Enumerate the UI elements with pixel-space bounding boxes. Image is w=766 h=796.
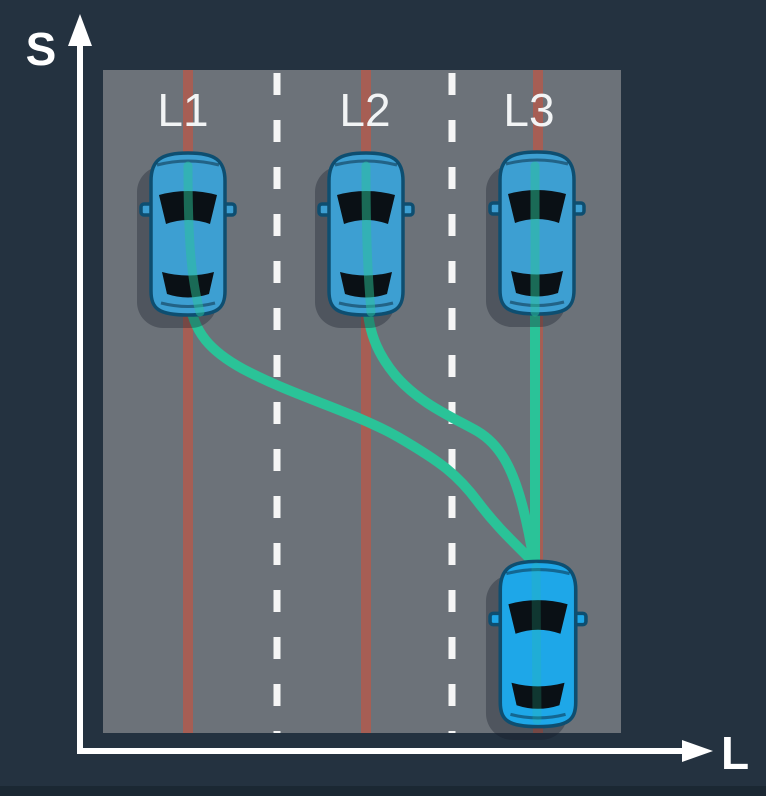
lane-label-l3: L3: [503, 84, 554, 136]
l-axis-label: L: [721, 727, 749, 779]
trajectory-overlay-l1: [183, 161, 205, 317]
trajectory-overlay-ego: [531, 562, 542, 725]
s-axis-arrowhead-icon: [68, 14, 92, 46]
frame-bottom-edge: [0, 786, 766, 796]
trajectory-overlay-l2: [361, 161, 376, 317]
lane-label-l2: L2: [339, 84, 390, 136]
trajectory-to-l1: [183, 165, 539, 568]
trajectory-to-l2: [361, 165, 539, 568]
axis-lines: [77, 42, 684, 754]
s-axis-label: S: [26, 23, 57, 75]
l-axis-arrowhead-icon: [682, 740, 713, 762]
lane-label-l1: L1: [157, 84, 208, 136]
